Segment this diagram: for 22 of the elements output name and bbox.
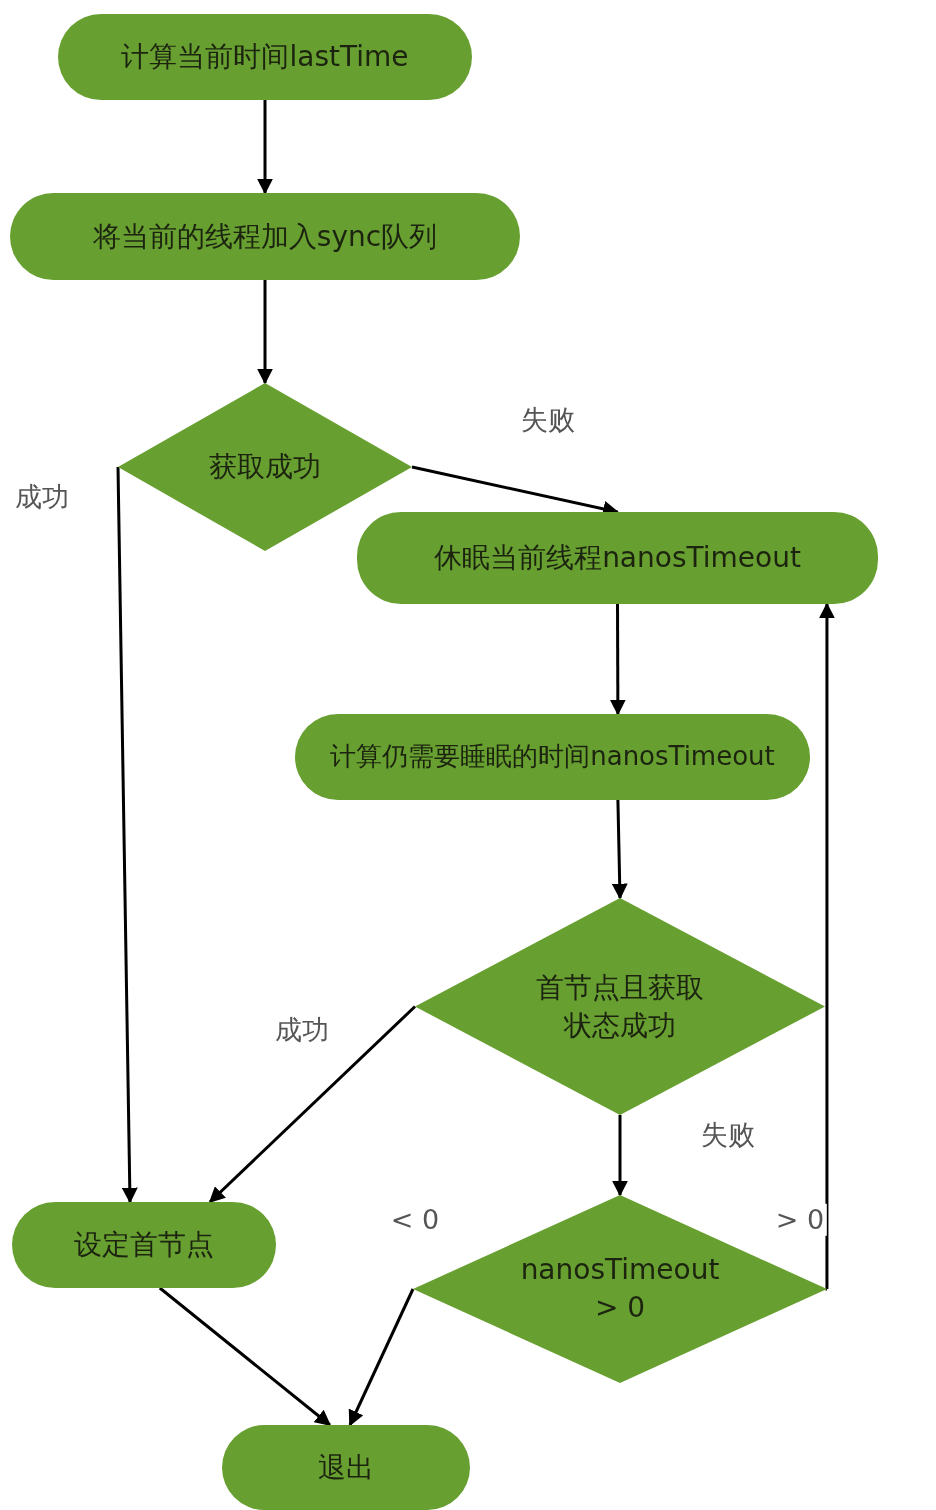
node-label: 休眠当前线程nanosTimeout: [434, 540, 801, 577]
decision-diamond: [118, 383, 412, 551]
node-label: 设定首节点: [74, 1227, 214, 1264]
node-label: 计算当前时间lastTime: [121, 39, 409, 76]
node-label: nanosTimeout > 0: [519, 1252, 721, 1326]
arrow: [208, 1005, 417, 1204]
arrow: [158, 1286, 332, 1427]
arrow: [116, 466, 138, 1204]
arrow: [257, 280, 273, 385]
node-label: 首节点且获取状态成功: [535, 969, 705, 1044]
arrow: [818, 602, 835, 1291]
arrow: [257, 100, 273, 195]
node-label: 获取成功: [208, 449, 322, 486]
arrow: [609, 604, 626, 716]
arrow: [612, 1115, 628, 1197]
decision-diamond: [415, 898, 825, 1115]
decision-diamond: [413, 1195, 827, 1383]
arrow: [348, 1288, 415, 1427]
node-label: 将当前的线程加入sync队列: [92, 218, 438, 255]
node-label: 退出: [318, 1449, 374, 1486]
arrow: [611, 799, 628, 900]
node-label: 计算仍需要睡眠的时间nanosTimeout: [330, 740, 775, 774]
